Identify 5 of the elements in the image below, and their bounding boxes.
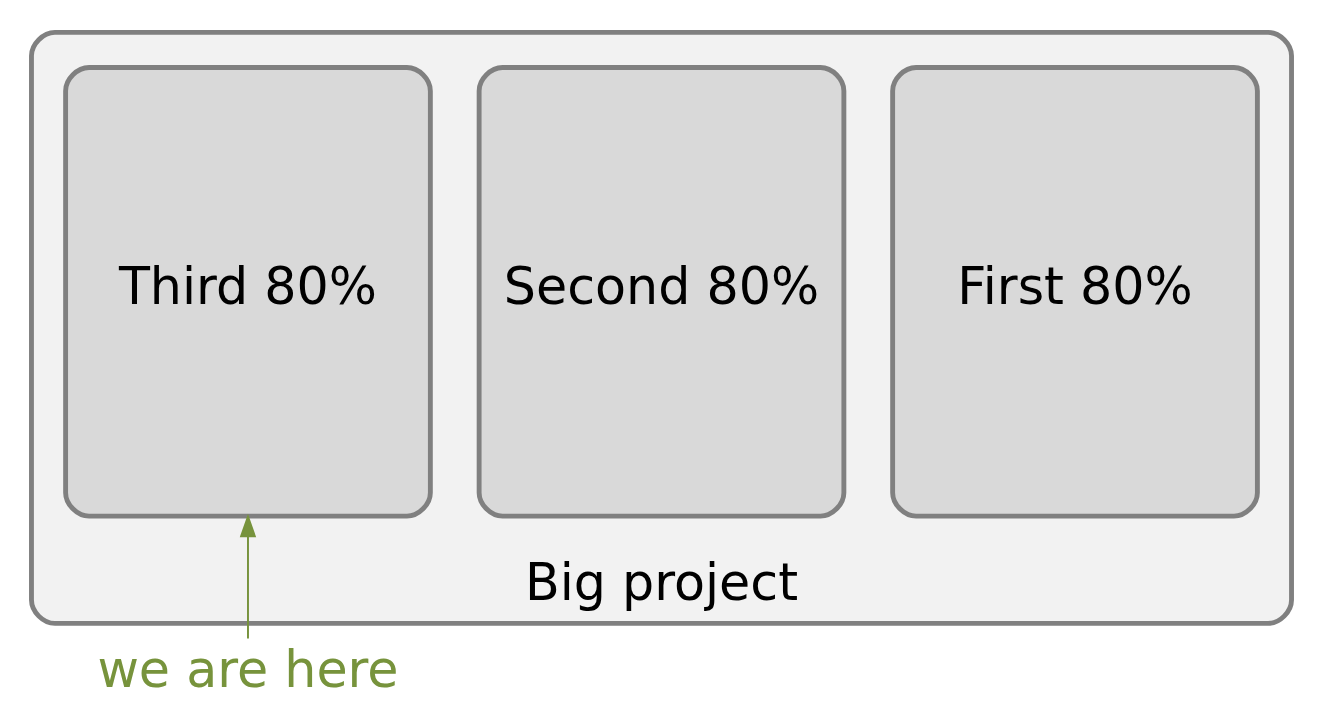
node-box: First 80%	[890, 64, 1260, 519]
node-box: Third 80%	[63, 64, 433, 519]
node-box: Second 80%	[476, 64, 847, 519]
node-text: we are here	[97, 639, 399, 699]
arrow	[239, 513, 257, 640]
